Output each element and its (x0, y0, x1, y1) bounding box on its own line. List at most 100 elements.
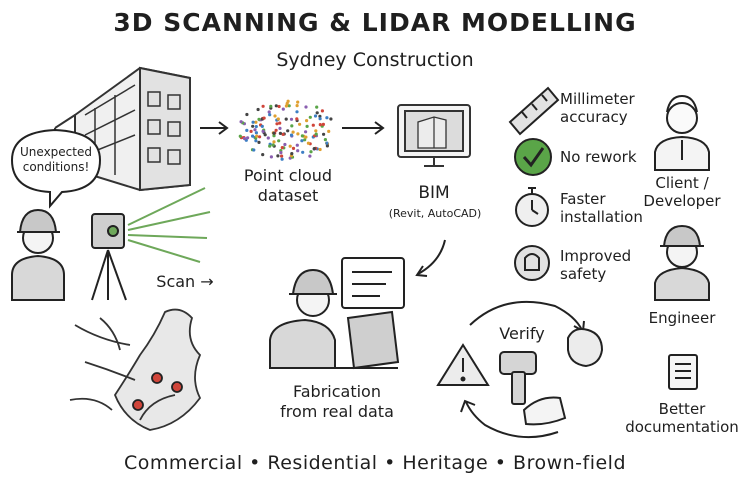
point-cloud-dot (286, 129, 290, 133)
point-cloud-dot (309, 150, 313, 154)
point-cloud-dot (284, 117, 288, 121)
point-cloud-line-1: Point cloud (243, 166, 333, 185)
point-cloud-dot (281, 107, 285, 111)
point-cloud-dot (329, 117, 333, 121)
point-cloud-dot (278, 131, 282, 135)
point-cloud-dot (253, 128, 257, 132)
point-cloud-dot (296, 100, 300, 104)
point-cloud-dot (318, 117, 322, 121)
point-cloud-dot (325, 144, 329, 148)
point-cloud-dot (266, 136, 270, 140)
point-cloud-dot (280, 154, 284, 158)
lidar-scanner (91, 187, 211, 301)
point-cloud-dot (311, 123, 315, 127)
engineer-figure (654, 224, 710, 301)
stakeholder-line: Developer (643, 192, 721, 210)
point-cloud-dot (251, 124, 255, 128)
point-cloud-dot (277, 139, 281, 143)
point-cloud-dot (315, 111, 319, 115)
point-cloud-dot (261, 129, 265, 133)
point-cloud-dot (275, 122, 279, 126)
point-cloud-dot (261, 153, 265, 157)
point-cloud-dot (276, 154, 280, 158)
point-cloud-dot (254, 120, 258, 124)
safety-shield-icon (514, 245, 550, 281)
point-cloud-dot (301, 150, 305, 154)
sector-footer: Commercial • Residential • Heritage • Br… (123, 452, 627, 474)
stakeholder-engineer: Engineer (632, 308, 732, 328)
fabrication-line-2: from real data (280, 402, 394, 421)
point-cloud-dot (280, 157, 284, 161)
bubble-line-1: Unexpected (20, 145, 92, 159)
point-cloud-dot (274, 128, 278, 132)
point-cloud-dot (308, 154, 312, 158)
benefit-line: accuracy (560, 108, 628, 126)
point-cloud-label: Point cloud dataset (228, 166, 348, 206)
point-cloud-dot (261, 104, 265, 108)
worker-left-figure (11, 208, 65, 301)
bim-sublabel: (Revit, AutoCAD) (388, 207, 482, 220)
point-cloud-dot (257, 140, 261, 144)
point-cloud-dot (278, 126, 282, 130)
point-cloud-dot (304, 105, 308, 109)
point-cloud-dot (281, 132, 285, 136)
point-cloud-dot (323, 138, 327, 142)
benefit-line: Faster (560, 190, 606, 208)
point-cloud-dot (245, 112, 249, 117)
point-cloud-dot (276, 117, 280, 121)
point-cloud-dot (238, 134, 242, 138)
point-cloud-dot (258, 135, 262, 139)
point-cloud-dot (272, 131, 276, 135)
point-cloud-dot (298, 122, 302, 126)
bubble-text: Unexpected conditions! (12, 145, 100, 175)
point-cloud-dot (304, 130, 308, 134)
client-figure (654, 94, 710, 171)
point-cloud-dot (313, 114, 318, 118)
ruler-icon (508, 86, 560, 136)
point-cloud-dot (239, 120, 243, 124)
point-cloud-dot (279, 151, 283, 155)
stakeholder-line: Client / (655, 174, 709, 192)
point-cloud-dot (321, 122, 325, 126)
benefit-line: installation (560, 208, 643, 226)
point-cloud-dot (289, 133, 294, 137)
verify-cycle (436, 300, 604, 439)
point-cloud-dot (296, 132, 300, 136)
check-icon (514, 138, 552, 176)
point-cloud-dot (322, 132, 326, 136)
benefit-faster: Faster installation (560, 190, 643, 226)
page-title: 3D SCANNING & LIDAR MODELLING (113, 8, 637, 37)
verify-label: Verify (499, 324, 545, 343)
point-cloud-dot (325, 116, 329, 120)
point-cloud-dot (245, 128, 249, 132)
point-cloud-dot (269, 155, 273, 159)
point-cloud-dot (284, 104, 288, 108)
scan-label: Scan → (156, 272, 214, 291)
point-cloud-dot (289, 117, 294, 121)
point-cloud-dot (272, 134, 276, 138)
point-cloud-dot (295, 117, 299, 121)
point-cloud-dot (305, 124, 309, 128)
stakeholder-documentation: Better documentation (620, 400, 744, 436)
point-cloud-dot (274, 104, 278, 108)
point-cloud-dot (296, 149, 300, 153)
benefit-line: safety (560, 265, 607, 283)
point-cloud-dot (254, 131, 258, 135)
point-cloud-dot (278, 121, 282, 125)
point-cloud-dots (238, 99, 333, 161)
page-subtitle: Sydney Construction (276, 49, 474, 71)
point-cloud-dot (295, 104, 299, 108)
point-cloud-dot (325, 141, 329, 145)
point-cloud-dot (249, 129, 253, 133)
point-cloud-dot (308, 115, 312, 119)
fabrication-figure (269, 257, 405, 370)
building-illustration (54, 66, 191, 192)
point-cloud-dot (277, 104, 281, 109)
bim-label: BIM (418, 183, 450, 203)
point-cloud-dot (262, 116, 266, 120)
point-cloud-dot (290, 124, 294, 128)
point-cloud-dot (315, 105, 319, 109)
point-cloud-dot (251, 134, 255, 138)
point-cloud-dot (288, 144, 292, 148)
